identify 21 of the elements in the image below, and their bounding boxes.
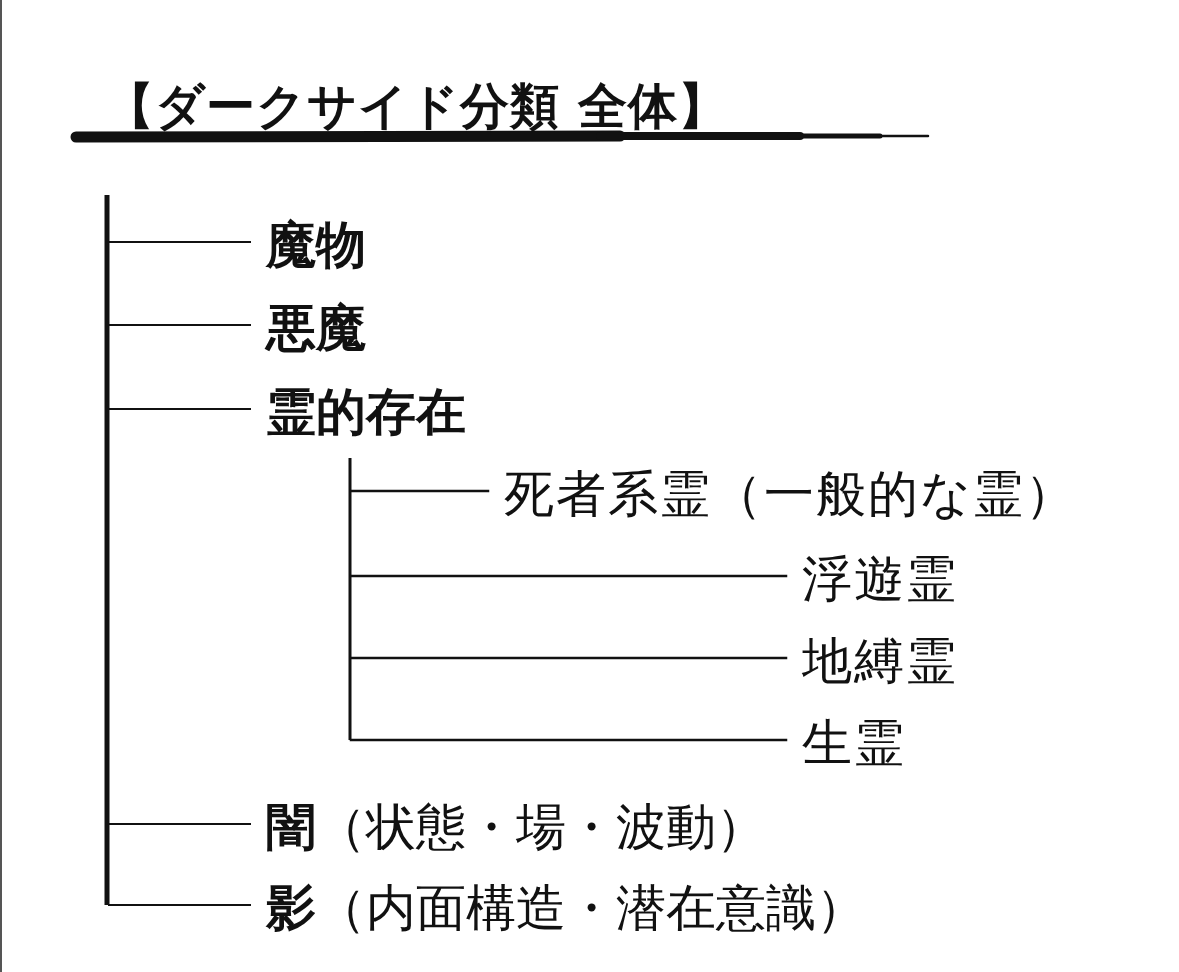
category-text: 影（内面構造・潜在意識） — [252, 878, 866, 938]
category-text: 闇（状態・場・波動） — [252, 797, 766, 857]
tree-branch-line — [349, 738, 788, 742]
diagram-title: 【ダークサイド分類 全体】 — [105, 82, 729, 132]
tree-trunk-line — [348, 458, 352, 740]
tree-branch-line — [108, 408, 251, 410]
category-text: 魔物 — [252, 215, 366, 275]
tree-branch-line — [108, 241, 251, 243]
subcategory-text: 死者系霊（一般的な霊） — [490, 464, 1077, 524]
category-text: 霊的存在 — [252, 382, 466, 458]
subcategory-text: 地縛霊 — [788, 631, 958, 691]
tree-branch-line — [349, 574, 788, 578]
tree-trunk-line — [104, 195, 110, 905]
subcategory-text: 浮遊霊 — [788, 549, 958, 609]
subcategory-text: 生霊 — [788, 713, 906, 773]
tree-branch-line — [108, 904, 251, 906]
category-text: 悪魔 — [252, 298, 366, 358]
tree-branch-line — [349, 489, 490, 493]
tree-branch-line — [108, 823, 251, 825]
tree-branch-line — [108, 324, 251, 326]
tree-branch-line — [349, 656, 788, 660]
